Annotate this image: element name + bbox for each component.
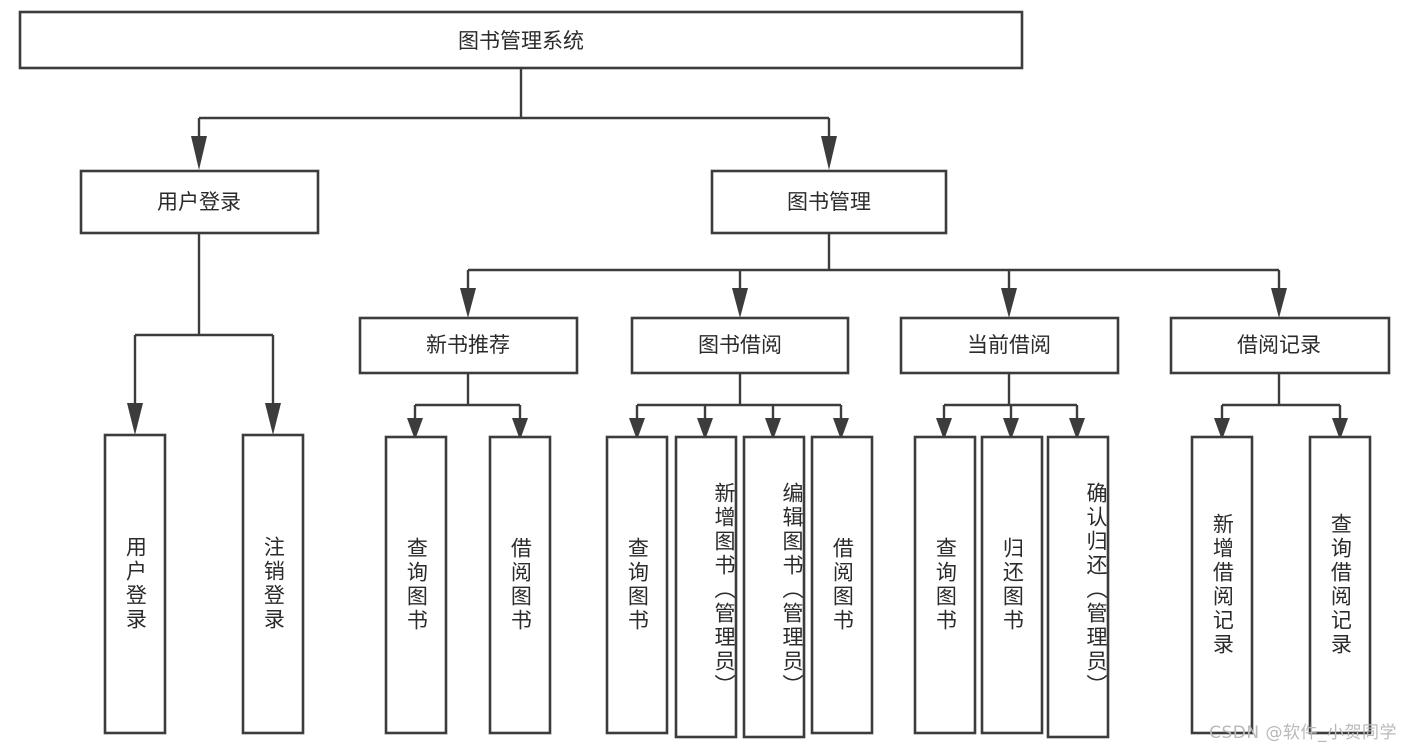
leaf-box-bookborrow-2[interactable]: [674, 435, 738, 739]
node-borrow-record-box[interactable]: [1169, 316, 1391, 375]
node-borrow-record-label: 借阅记录: [1237, 333, 1321, 357]
arrow-head-newbook: [460, 288, 476, 318]
leaf-box-borrowrecord-2[interactable]: [1308, 435, 1372, 735]
node-new-book-recommend-box[interactable]: [358, 316, 579, 375]
arrow-head-bookborrow: [732, 288, 748, 318]
node-book-management-label: 图书管理: [787, 190, 871, 214]
watermark-text: CSDN @软件_小贺同学: [1209, 723, 1397, 743]
node-user-login-box[interactable]: [79, 169, 320, 235]
node-book-management-box[interactable]: [710, 169, 948, 235]
node-borrow-record[interactable]: 借阅记录: [1169, 316, 1391, 375]
node-new-book-recommend-label: 新书推荐: [426, 333, 510, 357]
node-book-borrow[interactable]: 图书借阅: [630, 316, 850, 375]
arrow-head-userlogin: [191, 136, 207, 170]
connector-group: [127, 68, 1348, 440]
node-book-borrow-box[interactable]: [630, 316, 850, 375]
node-current-borrow-label: 当前借阅: [967, 333, 1051, 357]
leaf-box-bookborrow-1[interactable]: [605, 435, 669, 735]
node-current-borrow-box[interactable]: [899, 316, 1120, 375]
leaf-box-bookborrow-3[interactable]: [742, 435, 806, 739]
leaf-box-currentborrow-3[interactable]: [1046, 435, 1110, 739]
node-root[interactable]: 图书管理系统: [18, 10, 1024, 70]
node-user-login[interactable]: 用户登录: [79, 169, 320, 235]
arrow-head-leaf-bookborrow-1: [629, 418, 645, 440]
arrow-head-leaf-currentborrow-2: [1003, 418, 1019, 440]
leaf-box-user-login-2[interactable]: [241, 433, 305, 735]
leaf-box-currentborrow-2[interactable]: [980, 435, 1044, 735]
leaf-box-borrowrecord-1[interactable]: [1190, 435, 1254, 735]
arrow-head-leaf-bookborrow-4: [833, 418, 849, 440]
node-book-borrow-label: 图书借阅: [698, 333, 782, 357]
arrow-head-leaf-borrowrecord-2: [1332, 418, 1348, 440]
arrow-head-currentborrow: [1001, 288, 1017, 318]
arrow-head-leaf-bookborrow-3: [765, 418, 781, 440]
node-book-management[interactable]: 图书管理: [710, 169, 948, 235]
arrow-head-leaf-newbook-1: [407, 418, 423, 440]
leaf-box-newbook-2[interactable]: [488, 435, 552, 735]
node-root-box[interactable]: [18, 10, 1024, 70]
arrow-head-leaf-currentborrow-1: [936, 418, 952, 440]
arrow-head-leaf-logout: [265, 403, 281, 435]
leaf-box-currentborrow-1[interactable]: [913, 435, 977, 735]
arrow-head-borrowrecord: [1271, 288, 1287, 318]
arrow-head-leaf-currentborrow-3: [1069, 418, 1085, 440]
arrow-head-leaf-user-login: [127, 403, 143, 435]
node-current-borrow[interactable]: 当前借阅: [899, 316, 1120, 375]
leaf-box-bookborrow-4[interactable]: [810, 435, 874, 735]
arrow-head-leaf-newbook-2: [512, 418, 528, 440]
leaf-box-newbook-1[interactable]: [384, 435, 448, 735]
leaf-box-user-login-1[interactable]: [103, 433, 167, 735]
node-new-book-recommend[interactable]: 新书推荐: [358, 316, 579, 375]
node-root-label: 图书管理系统: [458, 29, 584, 53]
arrow-head-leaf-borrowrecord-1: [1214, 418, 1230, 440]
node-user-login-label: 用户登录: [157, 190, 241, 214]
arrow-head-bookmgmt: [821, 136, 837, 170]
arrow-head-leaf-bookborrow-2: [697, 418, 713, 440]
